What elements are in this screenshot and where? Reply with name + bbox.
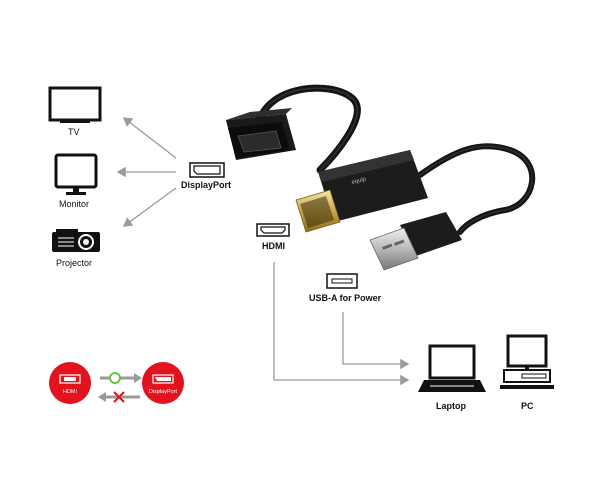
laptop-icon	[418, 344, 486, 392]
tv-icon	[48, 86, 102, 123]
brand-logo-text: equip	[351, 176, 367, 186]
usb-a-male-connector	[369, 212, 462, 271]
pc-label: PC	[521, 401, 534, 411]
direction-badge: HDMI DisplayPort	[49, 362, 184, 404]
projector-label: Projector	[56, 258, 93, 268]
usb-a-port-icon	[326, 273, 358, 289]
dp-to-tv-arrow	[122, 117, 177, 159]
cross-icon	[113, 391, 125, 403]
adapter-cable	[254, 84, 536, 235]
laptop-label: Laptop	[436, 401, 466, 411]
usb-to-computer-arrow	[342, 312, 410, 370]
dp-to-projector-arrow	[122, 187, 177, 227]
check-circle-icon	[109, 372, 121, 384]
monitor-icon	[54, 153, 98, 195]
badge-hdmi-label: HDMI	[63, 389, 78, 395]
tv-label: TV	[68, 127, 80, 137]
usb-a-label: USB-A for Power	[309, 293, 382, 303]
hdmi-label: HDMI	[262, 241, 285, 251]
hdmi-port-icon	[256, 223, 290, 237]
hdmi-to-computer-arrow	[273, 262, 410, 386]
displayport-port-icon	[189, 162, 225, 178]
projector-icon	[52, 229, 100, 252]
displayport-label: DisplayPort	[181, 180, 232, 190]
hdmi-male-connector: equip	[295, 150, 428, 233]
displayport-female-connector	[226, 108, 296, 160]
monitor-label: Monitor	[59, 199, 90, 209]
badge-displayport-label: DisplayPort	[149, 389, 178, 395]
pc-icon	[500, 334, 554, 389]
